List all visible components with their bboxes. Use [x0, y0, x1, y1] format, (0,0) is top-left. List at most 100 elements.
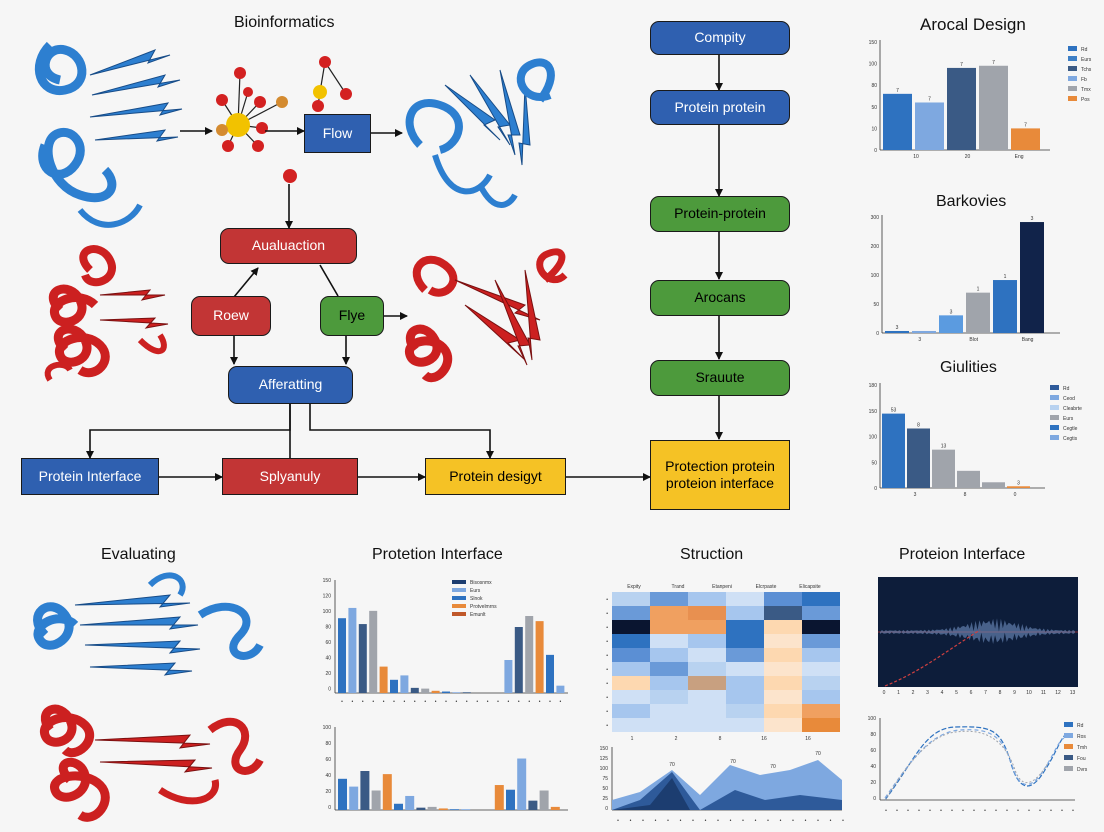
- heatmap-cell: [688, 676, 726, 690]
- flye-node[interactable]: Flye: [320, 296, 384, 336]
- x-tick-label: 16: [761, 736, 767, 742]
- heatmap-cell: [802, 648, 840, 662]
- bioinformatics-title: Bioinformatics: [234, 14, 335, 31]
- x-tick-label: 9: [1013, 690, 1016, 696]
- bar-value-label: 3: [1031, 216, 1034, 222]
- y-tick-label: 100: [323, 725, 332, 731]
- protection-node[interactable]: Protection protein proteion interface: [650, 440, 790, 510]
- bar: [360, 771, 370, 810]
- bar: [525, 616, 534, 693]
- legend-swatch: [1050, 395, 1059, 400]
- legend-label: Pos: [1081, 97, 1090, 103]
- y-tick-label: 100: [600, 766, 609, 772]
- afferatting-node[interactable]: Afferatting: [228, 366, 353, 404]
- legend-swatch: [1068, 86, 1077, 91]
- heatmap-cell: [688, 634, 726, 648]
- y-tick-label: 40: [325, 773, 331, 779]
- heatmap-cell: [688, 662, 726, 676]
- x-tick-label: •: [466, 699, 468, 705]
- x-tick-label: •: [497, 699, 499, 705]
- y-tick-label: •: [606, 695, 608, 701]
- x-tick-label: •: [805, 818, 807, 824]
- heatmap-cell: [688, 620, 726, 634]
- bar: [885, 330, 909, 333]
- heatmap-cell: [726, 648, 764, 662]
- legend-label: Rd: [1081, 47, 1088, 53]
- splyanuly-node[interactable]: Splyanuly: [222, 458, 358, 495]
- legend-swatch: [1068, 46, 1077, 51]
- protetion-interface-top-chart: ••••••••••••••••••••••150120100806040200…: [323, 578, 568, 705]
- protein-protein-node[interactable]: Protein protein: [650, 90, 790, 125]
- bar-value-label: 53: [891, 408, 897, 414]
- bar: [550, 806, 560, 810]
- arocans-node[interactable]: Arocans: [650, 280, 790, 316]
- aualuaction-node[interactable]: Aualuaction: [220, 228, 357, 264]
- legend-label: Eurs: [470, 588, 481, 594]
- bar: [338, 618, 346, 693]
- x-tick-label: •: [767, 818, 769, 824]
- heatmap-cell: [726, 718, 764, 732]
- x-tick-label: •: [1017, 808, 1019, 814]
- flow-node[interactable]: Flow: [304, 114, 371, 153]
- legend-label: Rd: [1077, 723, 1084, 729]
- heatmap-cell: [612, 648, 650, 662]
- x-tick-label: •: [951, 808, 953, 814]
- protein-desigyt-node[interactable]: Protein desigyt: [425, 458, 566, 495]
- bar: [947, 67, 976, 150]
- legend-label: Cegtle: [1063, 426, 1078, 432]
- heatmap-cell: [612, 592, 650, 606]
- heatmap-cell: [650, 718, 688, 732]
- heatmap-cell: [650, 662, 688, 676]
- x-tick-label: •: [1028, 808, 1030, 814]
- heatmap-cell: [802, 704, 840, 718]
- bar-value-label: 3: [896, 325, 899, 331]
- compity-node[interactable]: Compity: [650, 21, 790, 55]
- x-tick-label: •: [730, 818, 732, 824]
- bar: [382, 774, 392, 810]
- legend-label: Ceod: [1063, 396, 1075, 402]
- x-tick-label: •: [929, 808, 931, 814]
- srauute-node[interactable]: Srauute: [650, 360, 790, 396]
- y-tick-label: 10: [871, 126, 877, 132]
- red-protein-ribbon-3-icon: [40, 704, 264, 822]
- evaluating-title: Evaluating: [101, 546, 176, 563]
- legend-label: Slnok: [470, 596, 483, 602]
- y-tick-label: 100: [868, 716, 877, 722]
- y-tick-label: 180: [869, 383, 878, 389]
- x-tick-label: •: [995, 808, 997, 814]
- x-tick-label: •: [539, 699, 541, 705]
- bar: [915, 102, 944, 150]
- x-tick-label: 13: [1070, 690, 1076, 696]
- area-peak-label: 70: [730, 759, 736, 765]
- heatmap-cell: [688, 718, 726, 732]
- bar: [394, 803, 403, 810]
- heatmap-cell: [764, 620, 802, 634]
- bar: [416, 807, 426, 810]
- bar: [535, 621, 544, 693]
- bar: [517, 758, 527, 810]
- heatmap-cell: [764, 592, 802, 606]
- protein-protein-2-node[interactable]: Protein-protein: [650, 196, 790, 232]
- y-tick-label: 150: [869, 40, 878, 46]
- heatmap-cell: [802, 634, 840, 648]
- legend-label: Fb: [1081, 77, 1087, 83]
- x-tick-label: •: [830, 818, 832, 824]
- roew-node[interactable]: Roew: [191, 296, 271, 336]
- x-tick-label: •: [456, 699, 458, 705]
- y-tick-label: 100: [869, 435, 878, 441]
- heatmap-cell: [650, 648, 688, 662]
- bar: [371, 790, 381, 810]
- heatmap-cell: [726, 690, 764, 704]
- legend-label: Cleabrte: [1063, 406, 1082, 412]
- heatmap-cell: [650, 620, 688, 634]
- bar: [528, 800, 538, 810]
- protein-interface-node[interactable]: Protein Interface: [21, 458, 159, 495]
- heatmap-column-label: Elcrpaste: [756, 584, 777, 590]
- bar: [993, 280, 1017, 333]
- bar: [982, 482, 1005, 488]
- red-protein-ribbon-2-icon: [405, 248, 568, 382]
- x-tick-label: •: [393, 699, 395, 705]
